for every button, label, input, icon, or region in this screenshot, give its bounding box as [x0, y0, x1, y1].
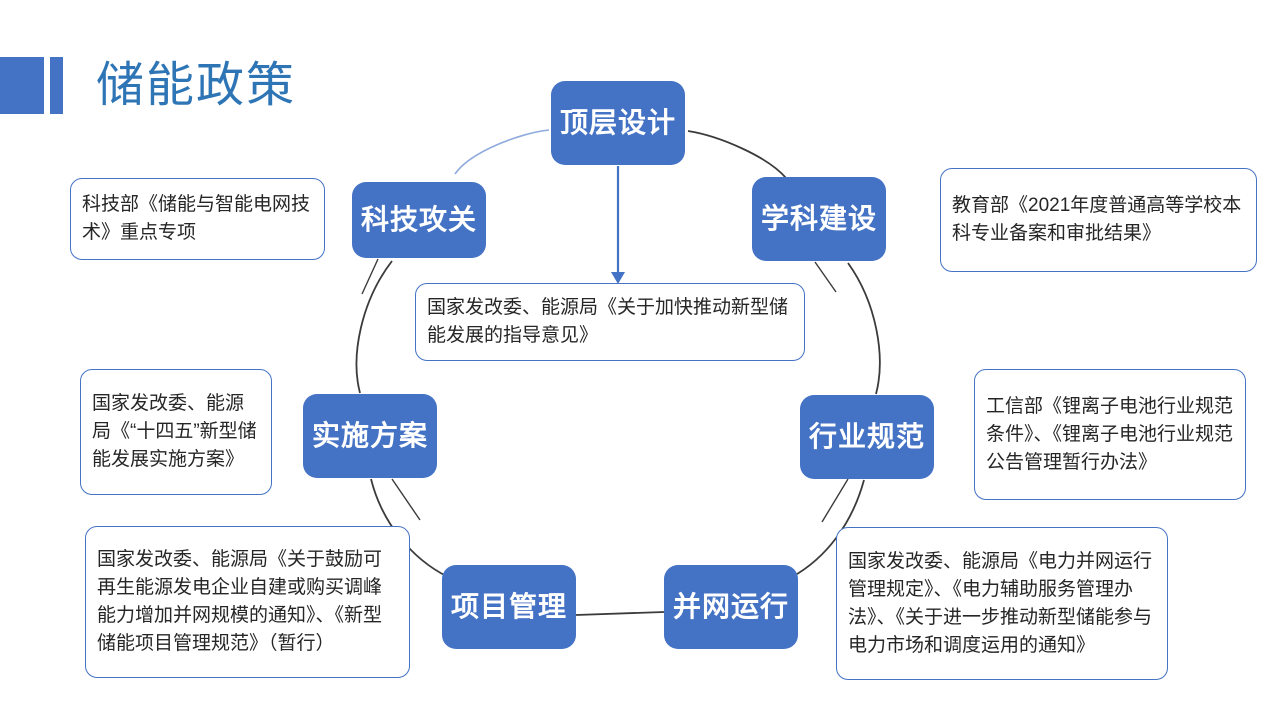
leader-plan: [391, 478, 421, 521]
leader-tech: [361, 258, 379, 295]
callout-discipline-construction: 教育部《2021年度普通高等学校本科专业备案和审批结果》: [940, 168, 1257, 272]
title-accent-bar-narrow: [50, 57, 63, 114]
arrow-head-top-to-center: [611, 272, 625, 284]
callout-text: 国家发改委、能源局《关于加快推动新型储能发展的指导意见》: [427, 297, 789, 346]
leader-academic: [814, 261, 837, 293]
cycle-node-project-management[interactable]: 项目管理: [442, 565, 576, 649]
node-label: 实施方案: [311, 420, 428, 451]
callout-technology-research: 科技部《储能与智能电网技术》重点专项: [70, 178, 325, 260]
node-label: 项目管理: [450, 591, 567, 622]
callout-industry-standards: 工信部《锂离子电池行业规范条件》、《锂离子电池行业规范公告管理暂行办法》: [974, 369, 1246, 500]
callout-grid-connection: 国家发改委、能源局《电力并网运行管理规定》、《电力辅助服务管理办法》、《关于进一…: [836, 527, 1168, 680]
callout-text: 国家发改委、能源局《电力并网运行管理规定》、《电力辅助服务管理办法》、《关于进一…: [848, 550, 1153, 656]
title-accent-bar-wide: [0, 57, 44, 114]
cycle-node-implementation-plan[interactable]: 实施方案: [303, 394, 437, 478]
node-label: 学科建设: [760, 203, 877, 234]
node-label: 科技攻关: [360, 204, 477, 235]
node-label: 行业规范: [808, 421, 925, 452]
callout-top-level-design: 国家发改委、能源局《关于加快推动新型储能发展的指导意见》: [415, 283, 805, 361]
cycle-node-technology-research[interactable]: 科技攻关: [352, 182, 486, 258]
cycle-node-industry-standards[interactable]: 行业规范: [800, 395, 934, 479]
callout-text: 工信部《锂离子电池行业规范条件》、《锂离子电池行业规范公告管理暂行办法》: [986, 395, 1234, 473]
arc-top-to-academic: [687, 130, 787, 179]
callout-project-management: 国家发改委、能源局《关于鼓励可再生能源发电企业自建或购买调峰能力增加并网规模的通…: [85, 526, 410, 678]
callout-text: 科技部《储能与智能电网技术》重点专项: [82, 194, 311, 243]
leader-industry: [821, 478, 849, 523]
node-label: 顶层设计: [559, 107, 676, 138]
callout-text: 国家发改委、能源局《“十四五”新型储能发展实施方案》: [92, 393, 257, 470]
arc-tech-to-plan: [355, 260, 393, 394]
arc-project-to-grid: [575, 611, 665, 616]
cycle-node-discipline-construction[interactable]: 学科建设: [752, 177, 886, 261]
callout-implementation-plan: 国家发改委、能源局《“十四五”新型储能发展实施方案》: [80, 369, 272, 495]
callout-text: 国家发改委、能源局《关于鼓励可再生能源发电企业自建或购买调峰能力增加并网规模的通…: [97, 549, 383, 654]
cycle-node-grid-connection[interactable]: 并网运行: [664, 565, 798, 649]
arc-academic-to-industry: [847, 262, 881, 395]
page-title: 储能政策: [96, 59, 297, 112]
cycle-node-top-level-design[interactable]: 顶层设计: [551, 81, 685, 165]
arc-top-to-tech: [454, 129, 550, 175]
node-label: 并网运行: [672, 591, 789, 622]
callout-text: 教育部《2021年度普通高等学校本科专业备案和审批结果》: [952, 195, 1242, 244]
